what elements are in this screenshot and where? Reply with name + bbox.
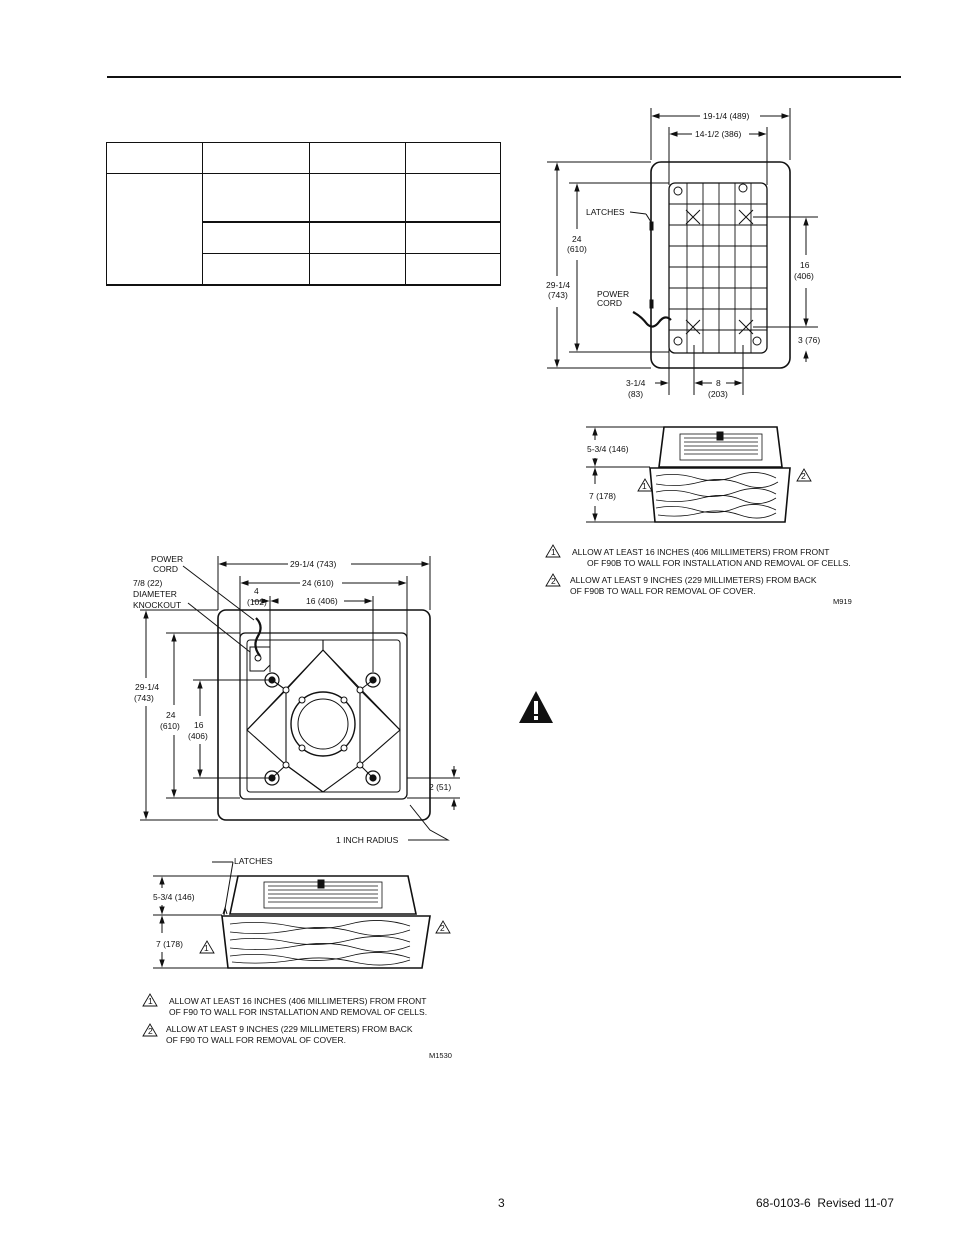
dim-label: (610): [567, 244, 587, 254]
dim-label: 24: [166, 710, 176, 720]
knockout-label: DIAMETER: [133, 589, 177, 599]
note-text: OF F90 TO WALL FOR REMOVAL OF COVER.: [166, 1035, 346, 1045]
dim-label: (102): [247, 597, 267, 607]
table-row: [106, 173, 501, 286]
dim-label: (743): [134, 693, 154, 703]
power-cord-label: POWER: [151, 554, 183, 564]
dim-label: 14-1/2 (386): [695, 129, 741, 139]
dim-label: 8: [716, 378, 721, 388]
dim-label: 3-1/4: [626, 378, 646, 388]
note-text: OF F90B TO WALL FOR REMOVAL OF COVER.: [570, 586, 756, 596]
note-text: ALLOW AT LEAST 9 INCHES (229 MILLIMETERS…: [570, 575, 817, 585]
page-number: 3: [498, 1196, 505, 1210]
dim-label: 5-3/4 (146): [153, 892, 195, 902]
callout-1: 1: [204, 943, 209, 953]
dim-label: (406): [794, 271, 814, 281]
note-text: ALLOW AT LEAST 9 INCHES (229 MILLIMETERS…: [166, 1024, 413, 1034]
dim-label: 19-1/4 (489): [703, 111, 749, 121]
f90b-top-view: 19-1/4 (489) 14-1/2 (386) LATCHES POWER …: [546, 108, 820, 399]
dim-label: 24: [572, 234, 582, 244]
warning-triangle-icon: [519, 691, 553, 723]
dim-label: 4: [254, 586, 259, 596]
dim-label: 7 (178): [156, 939, 183, 949]
callout-1: 1: [642, 481, 647, 491]
dim-label: (406): [188, 731, 208, 741]
f90b-side-view: 5-3/4 (146) 7 (178) 1 2: [586, 426, 812, 523]
power-cord-label: CORD: [597, 298, 622, 308]
table-row: [106, 142, 501, 174]
document-id: 68-0103-6 Revised 11-07: [756, 1196, 894, 1210]
f90b-notes: 1 2 ALLOW AT LEAST 16 INCHES (406 MILLIM…: [545, 544, 852, 606]
spec-table: [106, 142, 501, 286]
power-cord-label: CORD: [153, 564, 178, 574]
note-text: OF F90B TO WALL FOR INSTALLATION AND REM…: [587, 558, 851, 568]
callout-2: 2: [440, 923, 445, 933]
dim-label: 5-3/4 (146): [587, 444, 629, 454]
figure-code: M1530: [429, 1051, 452, 1060]
callout-2: 2: [148, 1026, 153, 1036]
note-text: ALLOW AT LEAST 16 INCHES (406 MILLIMETER…: [572, 547, 829, 557]
power-cord-label: POWER: [597, 289, 629, 299]
dim-label: 29-1/4: [135, 682, 159, 692]
knockout-label: KNOCKOUT: [133, 600, 181, 610]
callout-1: 1: [148, 996, 153, 1006]
dim-label: 16: [800, 260, 810, 270]
dim-label: (83): [628, 389, 643, 399]
table-row: [107, 253, 501, 286]
dim-label: (610): [160, 721, 180, 731]
dim-label: 16: [194, 720, 204, 730]
dim-label: 29-1/4: [546, 280, 570, 290]
f90-top-view: POWER CORD 7/8 (22) DIAMETER KNOCKOUT 29…: [133, 554, 460, 845]
figure-code: M919: [833, 597, 852, 606]
dim-label: 29-1/4 (743): [290, 559, 336, 569]
radius-label: 1 INCH RADIUS: [336, 835, 399, 845]
dim-label: (203): [708, 389, 728, 399]
header-rule: [107, 76, 901, 78]
callout-1: 1: [551, 547, 556, 557]
callout-2: 2: [801, 471, 806, 481]
f90-notes: 1 2 ALLOW AT LEAST 16 INCHES (406 MILLIM…: [142, 993, 452, 1060]
f90-side-view: LATCHES 5-3/4 (146) 7 (178) 1 2: [153, 856, 451, 969]
knockout-label: 7/8 (22): [133, 578, 162, 588]
dim-label: 2 (51): [429, 782, 451, 792]
dim-label: (743): [548, 290, 568, 300]
dim-label: 3 (76): [798, 335, 820, 345]
dim-label: 7 (178): [589, 491, 616, 501]
dim-label: 16 (406): [306, 596, 338, 606]
latches-label: LATCHES: [234, 856, 273, 866]
callout-2: 2: [551, 576, 556, 586]
note-text: OF F90 TO WALL FOR INSTALLATION AND REMO…: [169, 1007, 427, 1017]
note-text: ALLOW AT LEAST 16 INCHES (406 MILLIMETER…: [169, 996, 426, 1006]
latches-label: LATCHES: [586, 207, 625, 217]
dim-label: 24 (610): [302, 578, 334, 588]
